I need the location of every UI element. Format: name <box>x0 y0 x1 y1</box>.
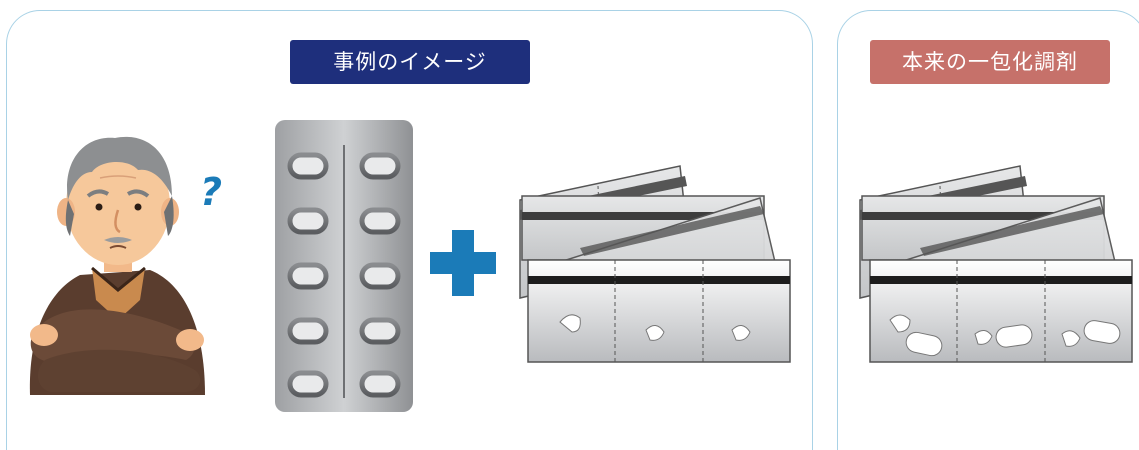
illustration-canvas: ? <box>29 120 1133 412</box>
confused-elderly-man <box>29 136 206 395</box>
question-mark-icon: ? <box>200 170 222 214</box>
plus-icon <box>430 230 496 296</box>
medicine-packets-multiple-pills <box>859 165 1133 363</box>
medicine-packets <box>519 165 791 363</box>
proper-title-badge: 本来の一包化調剤 <box>870 40 1110 84</box>
pill-blister-sheet <box>275 120 413 412</box>
case-title-badge: 事例のイメージ <box>290 40 530 84</box>
